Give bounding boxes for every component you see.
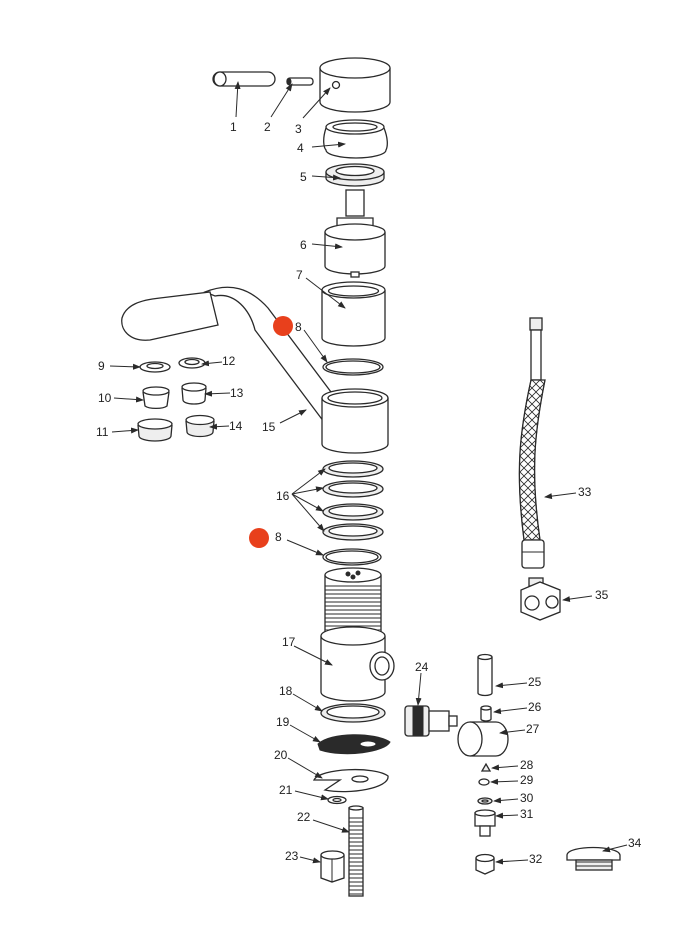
label-33: 33 xyxy=(578,485,592,499)
part-9-washer xyxy=(139,361,171,373)
part-14-aerator xyxy=(185,414,215,438)
part-23-hex-nut xyxy=(320,850,345,883)
label-3: 3 xyxy=(295,122,302,136)
label-18: 18 xyxy=(279,684,293,698)
label-6: 6 xyxy=(300,238,307,252)
part-8-o-ring-upper xyxy=(322,358,384,376)
label-29: 29 xyxy=(520,773,534,787)
part-32-nut xyxy=(475,853,495,875)
label-14: 14 xyxy=(229,419,243,433)
part-labels: 1 2 3 4 5 6 7 8 9 10 11 12 13 14 15 16 8… xyxy=(96,120,642,866)
label-16: 16 xyxy=(276,489,290,503)
label-10: 10 xyxy=(98,391,112,405)
label-24: 24 xyxy=(415,660,429,674)
label-22: 22 xyxy=(297,810,311,824)
label-34: 34 xyxy=(628,836,642,850)
label-8-lower: 8 xyxy=(275,530,282,544)
leader-lines xyxy=(109,81,628,865)
label-5: 5 xyxy=(300,170,307,184)
label-28: 28 xyxy=(520,758,534,772)
label-17: 17 xyxy=(282,635,296,649)
part-10-bushing xyxy=(142,386,170,410)
part-4-dome-cover xyxy=(323,119,388,159)
label-12: 12 xyxy=(222,354,236,368)
label-11: 11 xyxy=(96,425,109,439)
label-20: 20 xyxy=(274,748,288,762)
part-35-hex-nut xyxy=(520,577,561,621)
label-30: 30 xyxy=(520,791,534,805)
part-2-small-pin xyxy=(286,77,314,86)
part-29-clip xyxy=(478,778,490,786)
part-11-aerator xyxy=(137,418,173,442)
label-2: 2 xyxy=(264,120,271,134)
highlight-dot-upper xyxy=(273,316,293,336)
label-13: 13 xyxy=(230,386,244,400)
label-35: 35 xyxy=(595,588,609,602)
part-19-gasket xyxy=(317,734,391,755)
part-18-ring xyxy=(320,703,386,723)
label-19: 19 xyxy=(276,715,290,729)
part-34-flange-nut xyxy=(566,846,621,871)
part-26-pin xyxy=(480,705,492,722)
part-8-o-ring-lower xyxy=(322,548,382,566)
part-28-ball xyxy=(480,762,492,772)
label-8-upper: 8 xyxy=(295,320,302,334)
part-17-valve-body xyxy=(320,567,395,702)
highlight-dot-lower xyxy=(249,528,269,548)
part-3-handle-cap xyxy=(319,57,391,113)
label-1: 1 xyxy=(230,120,237,134)
part-5-ring-nut xyxy=(325,163,385,187)
part-21-washer xyxy=(327,795,347,805)
part-22-threaded-rod xyxy=(348,805,364,897)
part-7-sleeve xyxy=(321,281,386,347)
label-9: 9 xyxy=(98,359,105,373)
part-33-braided-hose xyxy=(518,317,546,569)
label-26: 26 xyxy=(528,700,542,714)
part-20-horseshoe-plate xyxy=(312,768,389,793)
part-31-fitting xyxy=(474,809,496,837)
part-6-cartridge xyxy=(324,189,386,278)
part-30-washer xyxy=(477,797,493,805)
part-24-diverter-cartridge xyxy=(404,705,458,737)
label-32: 32 xyxy=(529,852,543,866)
label-7: 7 xyxy=(296,268,303,282)
part-25-pin xyxy=(477,653,493,697)
label-31: 31 xyxy=(520,807,534,821)
part-1-pin xyxy=(212,71,276,87)
label-21: 21 xyxy=(279,783,293,797)
label-15: 15 xyxy=(262,420,276,434)
part-27-diverter-knob xyxy=(457,721,509,757)
part-13-bushing xyxy=(181,382,207,405)
label-23: 23 xyxy=(285,849,299,863)
part-12-washer xyxy=(178,357,206,369)
label-25: 25 xyxy=(528,675,542,689)
part-15-spout xyxy=(121,286,389,454)
part-16-rings xyxy=(322,460,384,541)
label-4: 4 xyxy=(297,141,304,155)
label-27: 27 xyxy=(526,722,540,736)
